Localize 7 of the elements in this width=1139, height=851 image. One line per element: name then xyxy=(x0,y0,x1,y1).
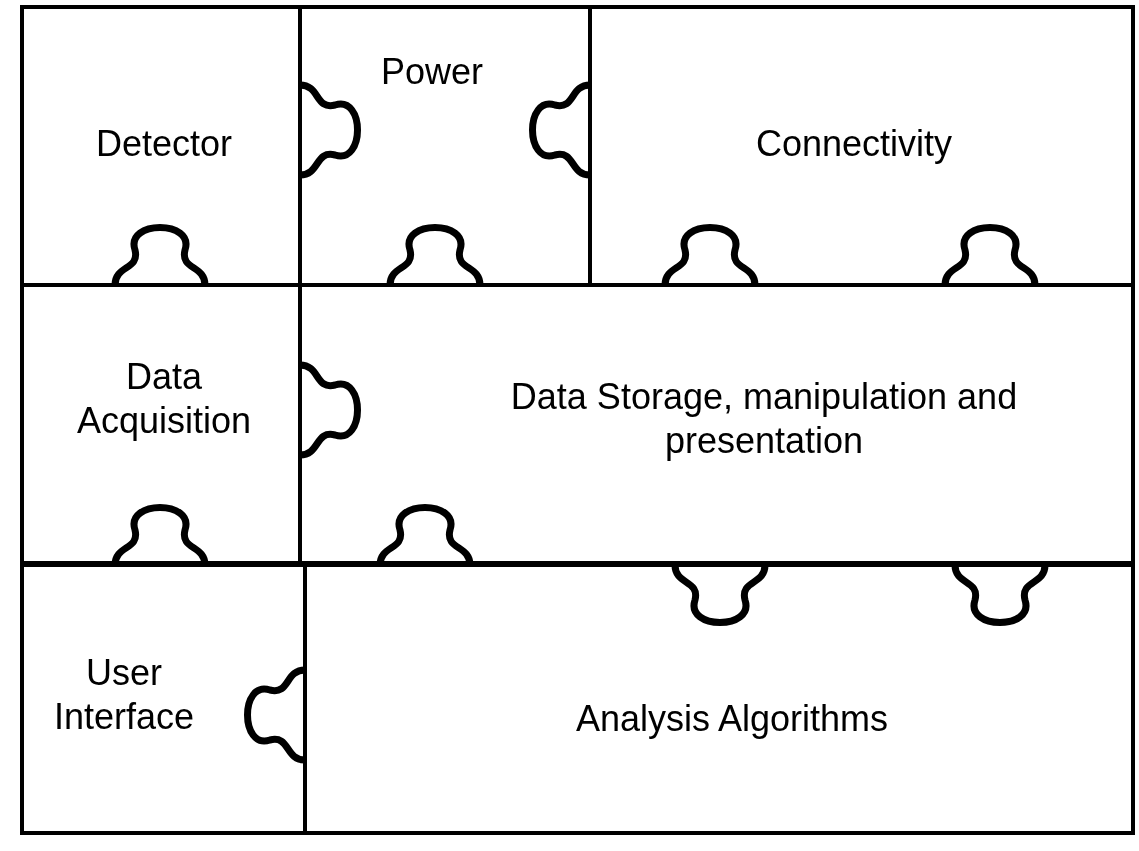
piece-label: User Interface xyxy=(52,651,196,739)
piece-label: Analysis Algorithms xyxy=(574,697,890,741)
piece-label: Data Storage, manipulation and presentation xyxy=(509,375,1019,463)
piece-label: Connectivity xyxy=(754,122,954,166)
piece-label: Data Acquisition xyxy=(75,355,253,443)
piece-label: Power xyxy=(379,50,484,94)
piece-label: Detector xyxy=(94,122,234,166)
